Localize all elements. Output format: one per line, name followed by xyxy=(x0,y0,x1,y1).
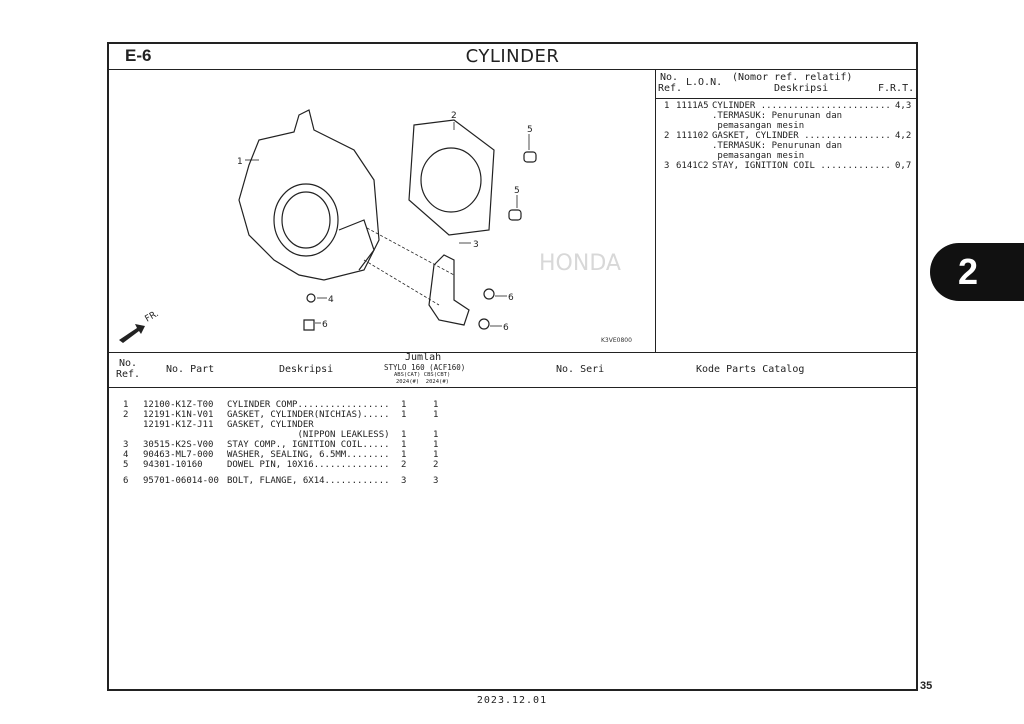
cell-q1: 1 xyxy=(401,410,407,420)
cell-q2: 2 xyxy=(433,460,439,470)
cell-desc: WASHER, SEALING, 6.5MM........ xyxy=(227,450,390,460)
callout-1: 1 xyxy=(237,157,243,167)
page-title: CYLINDER xyxy=(465,46,560,67)
cell-part: 30515-K2S-V00 xyxy=(143,440,214,450)
callout-2: 2 xyxy=(451,111,457,121)
ref-frt-header: F.R.T. xyxy=(878,83,915,94)
col-variant: ABS(CAT) CBS(CBT) xyxy=(394,372,451,378)
ref-ref-header: Ref. xyxy=(658,83,683,94)
ref-desc-header: Deskripsi xyxy=(774,83,829,94)
callout-6c: 6 xyxy=(503,323,509,333)
cell-part: 95701-06014-00 xyxy=(143,476,219,486)
cell-part: 12191-K1Z-J11 xyxy=(143,420,214,430)
cell-desc: DOWEL PIN, 10X16.............. xyxy=(227,460,390,470)
ref-nomor-header: (Nomor ref. relatif) xyxy=(732,72,853,83)
ref-no-header: No. xyxy=(660,72,679,83)
cell-ref: 1 xyxy=(123,400,129,410)
cell-part: 94301-10160 xyxy=(143,460,203,470)
callout-4: 4 xyxy=(328,295,334,305)
cell-q1: 1 xyxy=(401,430,407,440)
parts-page-frame: E-6 CYLINDER 1 2 3 4 5 5 6 6 xyxy=(107,42,918,691)
ref-lon-header: L.O.N. xyxy=(686,77,723,88)
section-code: E-6 xyxy=(125,46,152,65)
cell-ref: 3 xyxy=(123,440,129,450)
front-arrow-icon xyxy=(119,324,145,343)
cell-q2: 1 xyxy=(433,450,439,460)
col-no: No. xyxy=(119,358,138,369)
print-date: 2023.12.01 xyxy=(476,695,548,706)
cell-ref: 5 xyxy=(123,460,129,470)
cell-q2: 3 xyxy=(433,476,439,486)
cell-desc: GASKET, CYLINDER xyxy=(227,420,314,430)
callout-3: 3 xyxy=(473,240,479,250)
cell-part: 12191-K1N-V01 xyxy=(143,410,214,420)
cell-q1: 1 xyxy=(401,400,407,410)
cell-q2: 1 xyxy=(433,430,439,440)
cell-q1: 3 xyxy=(401,476,407,486)
cell-desc: CYLINDER COMP................. xyxy=(227,400,390,410)
front-label: FR. xyxy=(144,309,161,325)
cell-desc: GASKET, CYLINDER(NICHIAS)..... xyxy=(227,410,390,420)
cell-ref: 2 xyxy=(123,410,129,420)
reference-table: No. Ref. L.O.N. (Nomor ref. relatif) Des… xyxy=(655,70,916,352)
exploded-diagram: 1 2 3 4 5 5 6 6 6 FR. K3VE0800 HONDA xyxy=(109,70,655,352)
cylinder-illustration: 1 2 3 4 5 5 6 6 6 FR. K3VE0800 HONDA xyxy=(119,109,632,344)
diagram-code: K3VE0800 xyxy=(601,337,632,344)
col-kode: Kode Parts Catalog xyxy=(696,364,805,375)
col-model: STYLO 160 (ACF160) xyxy=(384,363,466,372)
cell-desc: BOLT, FLANGE, 6X14............ xyxy=(227,476,390,486)
callout-6b: 6 xyxy=(508,293,514,303)
callout-6a: 6 xyxy=(322,320,328,330)
col-jumlah: Jumlah xyxy=(405,352,442,363)
col-ref: Ref. xyxy=(116,369,141,380)
cell-desc: STAY COMP., IGNITION COIL..... xyxy=(227,440,390,450)
col-year: 2024(#) 2024(#) xyxy=(396,379,449,385)
honda-watermark: HONDA xyxy=(539,251,621,276)
cell-q1: 1 xyxy=(401,450,407,460)
cell-ref: 4 xyxy=(123,450,129,460)
cell-part: 12100-K1Z-T00 xyxy=(143,400,214,410)
cell-q2: 1 xyxy=(433,410,439,420)
cell-q2: 1 xyxy=(433,440,439,450)
page-number: 35 xyxy=(920,680,933,692)
col-seri: No. Seri xyxy=(556,364,605,375)
cell-part: 90463-ML7-000 xyxy=(143,450,214,460)
callout-5b: 5 xyxy=(514,186,520,196)
cell-q2: 1 xyxy=(433,400,439,410)
page-header: E-6 CYLINDER xyxy=(109,44,916,70)
col-desc: Deskripsi xyxy=(279,364,334,375)
cell-ref: 6 xyxy=(123,476,129,486)
cell-desc: (NIPPON LEAKLESS) xyxy=(227,430,390,440)
parts-table-header: No. Ref. No. Part Deskripsi Jumlah STYLO… xyxy=(109,352,916,388)
section-tab[interactable]: 2 xyxy=(930,243,1024,301)
col-part: No. Part xyxy=(166,364,215,375)
cell-q1: 2 xyxy=(401,460,407,470)
cell-q1: 1 xyxy=(401,440,407,450)
callout-5a: 5 xyxy=(527,125,533,135)
